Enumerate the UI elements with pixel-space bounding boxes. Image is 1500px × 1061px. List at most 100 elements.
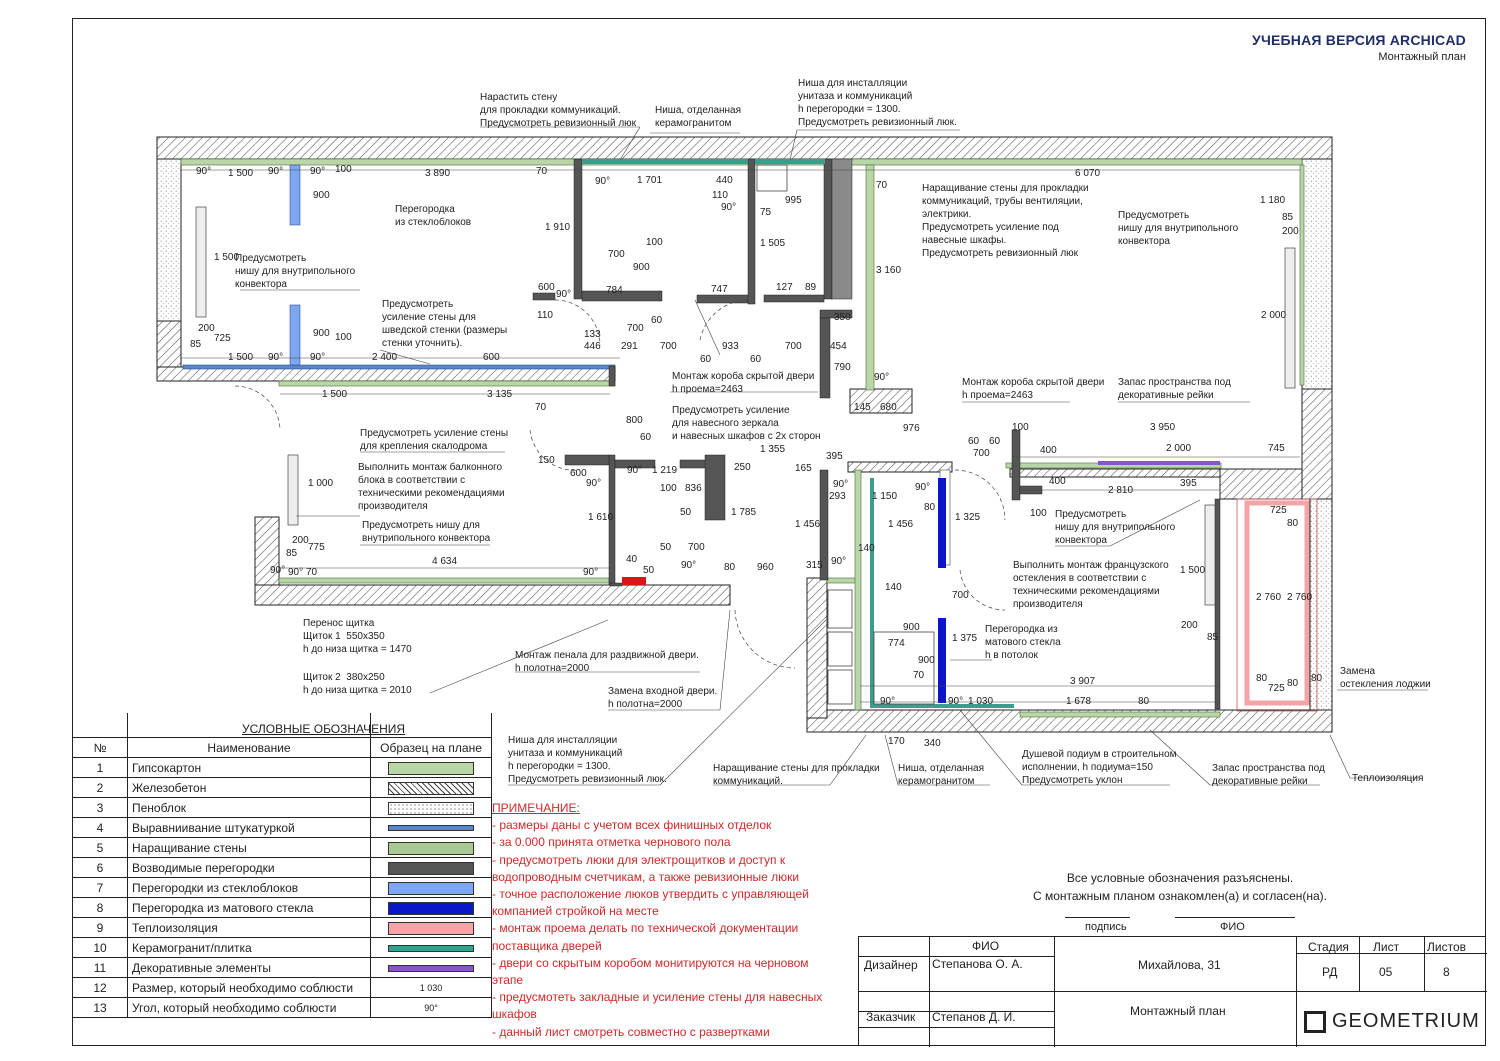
dim-label: 3 950	[1150, 422, 1176, 433]
tb-sheets: 8	[1443, 965, 1450, 979]
dim-label: 700	[660, 341, 677, 352]
dim-label: 60	[968, 436, 980, 447]
dim-label: 3 135	[487, 389, 513, 400]
dim-label: 1 219	[652, 465, 678, 476]
legend-swatch	[388, 944, 474, 952]
dim-label: 70	[536, 166, 548, 177]
note-item: - предусмотреть люки для электрощитков и…	[492, 852, 800, 884]
dim-label: 784	[606, 285, 623, 296]
brand-title: УЧЕБНАЯ ВЕРСИЯ ARCHICAD	[1252, 32, 1466, 48]
dim-label: 790	[834, 362, 851, 373]
dim-label: 1 355	[760, 444, 786, 455]
note-hidden-door-2: Монтаж короба скрытой двери h проема=246…	[962, 377, 1105, 401]
dim-label: 1 910	[545, 222, 571, 233]
tb-designer-name: Степанова О. А.	[932, 957, 1023, 971]
dim-label: 1 456	[795, 519, 821, 530]
legend-col-sample: Образец на плане	[370, 737, 492, 758]
dim-label: 89	[805, 282, 817, 293]
dim-label: 90°	[288, 567, 304, 578]
tb-fio-header: ФИО	[972, 939, 1000, 953]
dim-label: 80	[1287, 678, 1299, 689]
dim-label: 100	[660, 483, 677, 494]
bathroom-fixtures	[756, 164, 935, 705]
electrical-panel	[622, 577, 646, 585]
dim-label: 100	[646, 237, 663, 248]
dim-label: 1 785	[731, 507, 757, 518]
dim-label: 1 678	[1066, 696, 1092, 707]
dim-label: 1 375	[952, 633, 978, 644]
dim-label: 700	[627, 323, 644, 334]
dim-label: 100	[335, 332, 352, 343]
dim-label: 80	[1287, 518, 1299, 529]
dim-label: 60	[640, 432, 652, 443]
dim-label: 900	[903, 622, 920, 633]
note-glass-block: Перегородка из стеклоблоков	[395, 204, 472, 228]
dim-label: 140	[858, 543, 875, 554]
dim-label: 90°	[681, 560, 697, 571]
legend-swatch	[388, 881, 474, 895]
dim-label: 100	[1012, 422, 1029, 433]
dim-label: 995	[785, 195, 802, 206]
note-insulation: Теплоизоляция	[1352, 773, 1424, 784]
note-hidden-door-1: Монтаж короба скрытой двери h проема=246…	[672, 371, 815, 395]
dim-label: 50	[680, 507, 692, 518]
dim-label: 80	[724, 562, 736, 573]
dim-label: 725	[1268, 683, 1285, 694]
matte-glass-partitions	[938, 478, 946, 703]
dim-label: 90°	[627, 465, 643, 476]
dim-label: 900	[633, 262, 650, 273]
dim-label: 454	[830, 341, 847, 352]
dim-label: 700	[952, 590, 969, 601]
dim-label: 745	[1268, 443, 1285, 454]
dim-label: 200	[1282, 226, 1299, 237]
acknowledgement: Все условные обозначения разъяснены. С м…	[1000, 869, 1360, 905]
dim-label: 133	[584, 329, 601, 340]
dim-label: 933	[722, 341, 739, 352]
dim-label: 1 030	[968, 696, 994, 707]
note-slat-space-2: Запас пространства под декоративные рейк…	[1212, 763, 1325, 787]
note-matte-glass: Перегородка из матового стекла h в потол…	[985, 624, 1061, 661]
dim-label: 1 325	[955, 512, 981, 523]
dim-label: 150	[538, 455, 555, 466]
dim-label: 80	[1311, 673, 1323, 684]
brand-logo: GEOMETRIUM	[1304, 1010, 1480, 1033]
dim-label: 440	[716, 175, 733, 186]
dim-label: 70	[876, 180, 888, 191]
dim-label: 725	[214, 333, 231, 344]
dim-label: 80	[1256, 673, 1268, 684]
dim-label: 90°	[595, 176, 611, 187]
dim-label: 140	[885, 582, 902, 593]
dim-label: 1 000	[308, 478, 334, 489]
legend-swatch	[388, 901, 474, 915]
dim-label: 700	[608, 249, 625, 260]
dim-label: 3 907	[1070, 676, 1096, 687]
dim-label: 90°	[831, 556, 847, 567]
tb-designer-role: Дизайнер	[864, 958, 918, 972]
dim-label: 110	[537, 310, 553, 321]
dim-label: 90°	[270, 565, 286, 576]
leader-lines	[180, 126, 1428, 786]
dim-label: 90°	[721, 202, 737, 213]
dim-label: 100	[335, 164, 352, 175]
note-convector-1: Предусмотреть нишу для внутрипольного ко…	[235, 253, 356, 290]
dim-label: 395	[826, 451, 843, 462]
note-entrance-door: Замена входной двери. h полотна=2000	[608, 686, 718, 710]
ack-line-1: Все условные обозначения разъяснены.	[1066, 871, 1294, 885]
legend-swatch	[388, 801, 474, 815]
dim-label: 85	[286, 548, 298, 559]
dim-label: 60	[750, 354, 762, 365]
note-convector-3: Предусмотреть нишу для внутрипольного ко…	[362, 520, 491, 544]
door-swings	[234, 299, 1006, 669]
dim-label: 350	[834, 312, 851, 323]
dim-label: 90°	[833, 479, 849, 490]
title-block	[858, 936, 1487, 1047]
dim-label: 250	[734, 462, 751, 473]
dim-label: 600	[483, 352, 500, 363]
dim-label: 70	[535, 402, 547, 413]
note-vent-wall: Наращивание стены для прокладки коммуник…	[922, 183, 1089, 259]
